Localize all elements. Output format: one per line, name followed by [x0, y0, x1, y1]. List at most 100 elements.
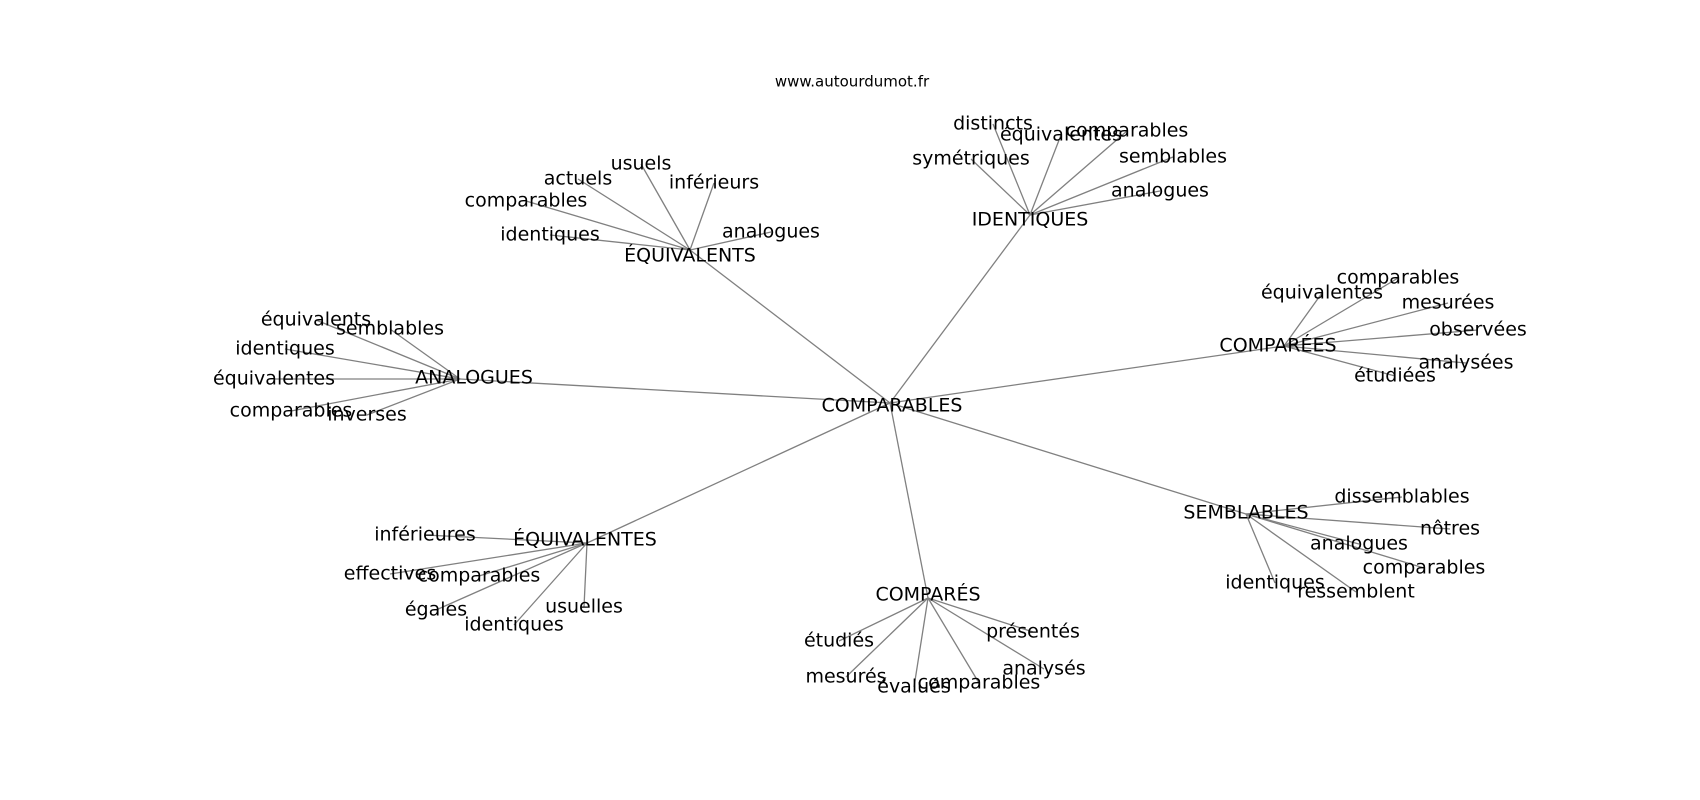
center-node-label: COMPARABLES	[822, 395, 963, 417]
leaf-node-analogues-3: équivalentes	[213, 368, 335, 390]
leaf-node-equivalents-2: inférieurs	[669, 172, 759, 194]
leaf-node-semblables-4: identiques	[1225, 572, 1325, 594]
leaf-edge-analogues-0	[315, 319, 461, 380]
leaf-edge-equivalentes-2	[478, 542, 588, 577]
cluster-node-identiques: IDENTIQUES	[972, 209, 1089, 231]
leaf-node-analogues-0: équivalents	[261, 309, 371, 331]
leaf-node-identiques-3: symétriques	[912, 148, 1030, 170]
leaf-node-comparees-0: comparables	[1337, 267, 1460, 289]
cluster-node-semblables: SEMBLABLES	[1183, 502, 1308, 524]
leaf-edge-identiques-5	[1029, 190, 1161, 216]
leaf-edge-comparees-4	[1283, 345, 1467, 364]
leaf-edge-comparees-2	[1283, 302, 1449, 347]
cluster-node-equivalentes: ÉQUIVALENTES	[513, 528, 657, 551]
leaf-edge-compares-2	[927, 597, 1045, 670]
center-edge-semblables	[889, 402, 1247, 515]
leaf-node-compares-0: présentés	[986, 621, 1080, 643]
leaf-edge-identiques-3	[970, 158, 1031, 216]
leaf-node-compares-4: comparables	[918, 672, 1041, 694]
leaf-edge-comparees-3	[1283, 329, 1479, 347]
leaf-node-compares-2: analysés	[1002, 658, 1085, 680]
leaf-node-comparees-2: mesurées	[1402, 292, 1495, 314]
leaf-node-equivalents-5: analogues	[722, 221, 820, 243]
leaf-edge-identiques-2	[1029, 130, 1128, 216]
cluster-node-equivalents: ÉQUIVALENTS	[624, 244, 756, 267]
leaf-edge-comparees-5	[1283, 345, 1396, 377]
edges-layer	[274, 123, 1479, 688]
leaf-node-comparees-3: observées	[1429, 319, 1527, 341]
leaf-edge-equivalents-0	[640, 163, 691, 251]
leaf-edge-equivalents-1	[577, 178, 691, 251]
leaf-edge-compares-5	[913, 597, 929, 688]
leaf-node-identiques-4: semblables	[1119, 146, 1227, 168]
leaf-edge-semblables-4	[1245, 513, 1276, 584]
leaf-edge-equivalentes-3	[435, 542, 588, 611]
leaf-edge-comparees-1	[1283, 292, 1323, 347]
leaf-node-compares-1: étudiés	[804, 630, 874, 652]
leaf-node-identiques-5: analogues	[1111, 180, 1209, 202]
leaf-node-semblables-5: ressemblent	[1297, 581, 1415, 603]
leaf-edge-analogues-5	[366, 378, 461, 416]
leaf-node-equivalentes-1: effectives	[344, 563, 436, 585]
leaf-node-compares-5: évalués	[877, 676, 951, 698]
leaf-node-equivalentes-2: comparables	[418, 565, 541, 587]
leaf-edge-semblables-0	[1245, 496, 1403, 515]
center-edge-compares	[889, 402, 929, 599]
leaf-node-analogues-5: inverses	[327, 404, 407, 426]
leaf-node-identiques-0: distincts	[953, 113, 1033, 135]
leaf-node-equivalents-1: actuels	[544, 168, 612, 190]
leaf-node-semblables-0: dissemblables	[1334, 486, 1469, 508]
leaf-edge-semblables-2	[1245, 513, 1360, 545]
leaf-node-equivalentes-4: identiques	[464, 614, 564, 636]
leaf-node-identiques-2: comparables	[1066, 120, 1189, 142]
leaf-node-semblables-2: analogues	[1310, 533, 1408, 555]
leaf-edge-identiques-0	[992, 123, 1031, 216]
leaf-edge-semblables-5	[1245, 513, 1357, 593]
leaf-node-equivalentes-3: égales	[405, 599, 467, 621]
leaf-edge-compares-3	[845, 597, 929, 678]
leaf-edge-compares-1	[838, 597, 929, 642]
leaf-edge-equivalents-3	[525, 200, 691, 251]
source-label: www.autourdumot.fr	[775, 73, 930, 91]
leaf-node-comparees-5: étudiées	[1354, 365, 1436, 387]
leaf-node-identiques-1: équivalentes	[1000, 124, 1122, 146]
cluster-node-analogues: ANALOGUES	[415, 367, 533, 389]
leaf-node-analogues-1: semblables	[336, 318, 444, 340]
cluster-node-compares: COMPARÉS	[875, 583, 980, 606]
leaf-edge-analogues-4	[290, 378, 461, 412]
leaf-edge-semblables-1	[1245, 513, 1451, 530]
leaf-node-analogues-2: identiques	[235, 338, 335, 360]
leaf-edge-equivalentes-4	[513, 542, 588, 626]
leaf-edge-equivalents-2	[689, 182, 715, 251]
center-edge-analogues	[459, 378, 891, 404]
leaf-edge-equivalents-4	[549, 234, 691, 251]
cluster-node-comparees: COMPARÉES	[1219, 334, 1336, 357]
leaf-node-analogues-4: comparables	[230, 400, 353, 422]
center-edge-equivalents	[689, 249, 891, 404]
center-edge-identiques	[889, 214, 1031, 404]
leaf-node-equivalents-0: usuels	[611, 153, 672, 175]
leaf-node-compares-3: mesurés	[805, 666, 886, 688]
leaf-edge-identiques-1	[1029, 134, 1062, 216]
center-edge-comparees	[889, 345, 1285, 404]
leaf-edge-compares-0	[927, 597, 1034, 633]
leaf-edge-semblables-3	[1245, 513, 1425, 569]
leaf-node-comparees-1: équivalentes	[1261, 282, 1383, 304]
leaf-node-semblables-3: comparables	[1363, 557, 1486, 579]
leaf-node-equivalents-3: comparables	[465, 190, 588, 212]
leaf-edge-comparees-0	[1283, 277, 1399, 347]
center-edge-equivalentes	[586, 402, 891, 544]
leaf-node-equivalents-4: identiques	[500, 224, 600, 246]
leaf-edge-equivalentes-1	[389, 542, 588, 575]
leaf-edge-identiques-4	[1029, 156, 1174, 216]
leaf-edge-analogues-2	[284, 348, 461, 380]
leaf-node-equivalentes-0: inférieures	[374, 524, 476, 546]
leaf-edge-equivalentes-5	[583, 542, 588, 608]
leaf-edge-analogues-1	[389, 328, 461, 380]
leaf-node-comparees-4: analysées	[1418, 352, 1513, 374]
leaf-node-equivalentes-5: usuelles	[545, 596, 623, 618]
leaf-node-semblables-1: nôtres	[1420, 518, 1480, 540]
leaf-edge-equivalents-5	[689, 231, 772, 251]
